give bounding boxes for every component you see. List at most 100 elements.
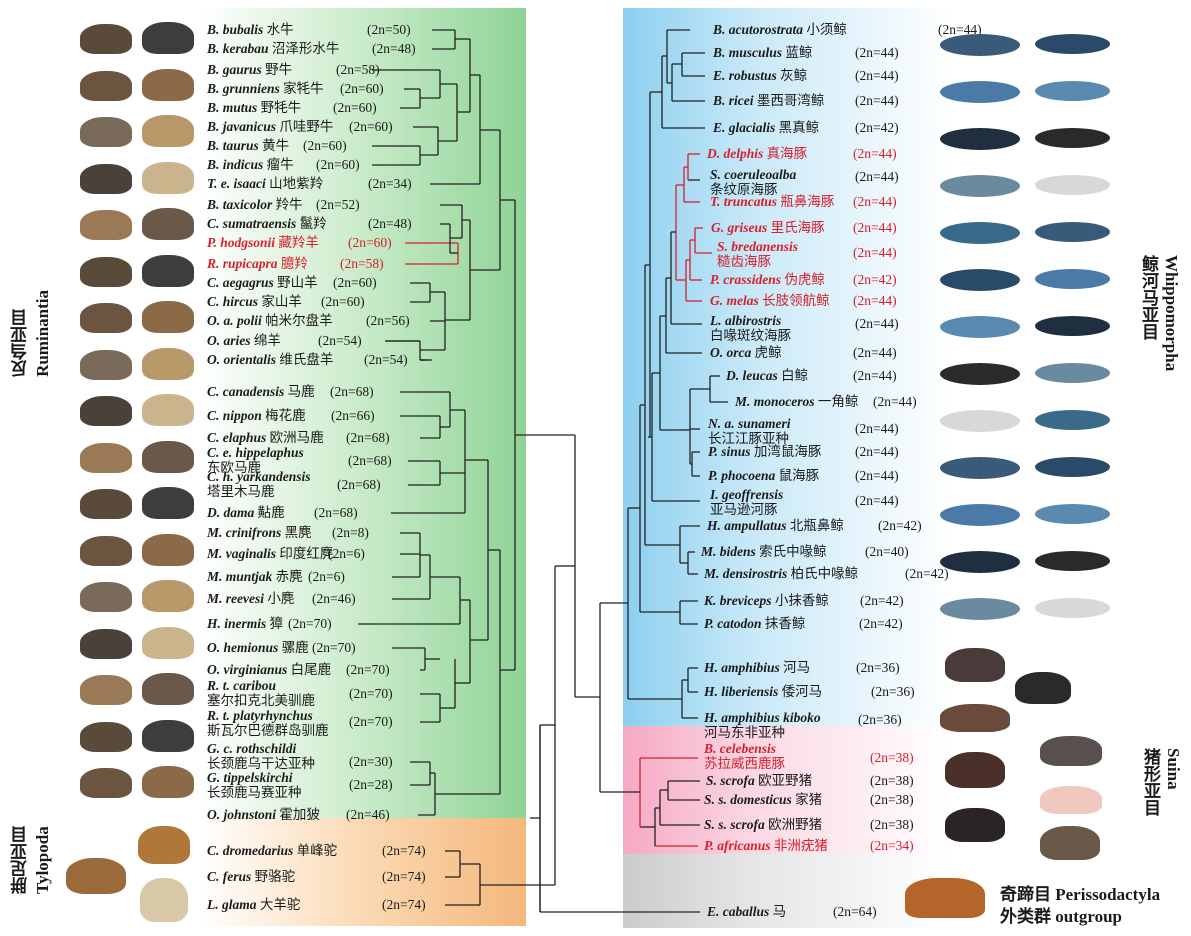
chinese-name: 倭河马 [782, 684, 823, 699]
karyotype-label: (2n=42) [860, 593, 904, 608]
cetacean-icon [1035, 128, 1110, 148]
pig-icon [1040, 736, 1102, 766]
karyotype-label: (2n=42) [853, 272, 897, 287]
taxon-label: H. amphibius kiboko河马东非亚种 [704, 710, 821, 740]
chinese-name: 马 [773, 904, 787, 919]
taxon-label: O. johnstoni 霍加狓 [207, 807, 320, 822]
taxon-label: B. taurus 黄牛 [207, 138, 289, 153]
taxon-label: S. scrofa 欧亚野猪 [706, 773, 812, 788]
tylopoda-label: 胼足亚目Tylopoda [8, 826, 53, 894]
ungulate-icon [80, 489, 132, 519]
karyotype-label: (2n=44) [855, 444, 899, 459]
karyotype-label: (2n=60) [316, 157, 360, 172]
scientific-name: H. amphibius [704, 660, 780, 675]
karyotype-label: (2n=64) [833, 904, 877, 919]
taxon-label: B. mutus 野牦牛 [207, 100, 301, 115]
scientific-name: P. africanus [704, 838, 771, 853]
taxon-label: M. bidens 索氏中喙鲸 [701, 544, 827, 559]
taxon-label: G. griseus 里氏海豚 [711, 220, 825, 235]
karyotype-label: (2n=44) [855, 468, 899, 483]
scientific-name: R. rupicapra [207, 256, 278, 271]
chinese-name: 鼠海豚 [779, 468, 820, 483]
scientific-name: S. coeruleoalba [710, 167, 796, 182]
taxon-label: E. caballus 马 [707, 904, 786, 919]
cetacean-icon [1035, 410, 1110, 430]
ungulate-icon [80, 629, 132, 659]
tylopoda-en: Tylopoda [33, 826, 52, 894]
suina-en: Suina [1164, 748, 1183, 790]
chinese-name: 河马 [783, 660, 810, 675]
ungulate-icon [80, 768, 132, 798]
chinese-name: 爪哇野牛 [279, 119, 333, 134]
scientific-name: P. phocoena [708, 468, 775, 483]
warthog-icon [1040, 826, 1100, 860]
cetacean-icon [940, 34, 1020, 56]
karyotype-label: (2n=60) [340, 81, 384, 96]
karyotype-label: (2n=44) [855, 421, 899, 436]
cetacean-icon [940, 410, 1020, 432]
karyotype-label: (2n=44) [853, 194, 897, 209]
chinese-name: 骡鹿 [282, 640, 309, 655]
karyotype-label: (2n=38) [870, 750, 914, 765]
llama-icon [140, 878, 188, 922]
taxon-label: D. leucas 白鲸 [726, 368, 808, 383]
cetacean-icon [940, 551, 1020, 573]
taxon-label: B. ricei 墨西哥湾鲸 [713, 93, 824, 108]
scientific-name: D. delphis [707, 146, 763, 161]
taxon-label: D. delphis 真海豚 [707, 146, 807, 161]
taxon-label: P. catodon 抹香鲸 [704, 616, 805, 631]
karyotype-label: (2n=6) [308, 569, 345, 584]
cetacean-icon [940, 457, 1020, 479]
cetacean-icon [940, 598, 1020, 620]
scientific-name: R. t. caribou [207, 678, 276, 693]
scientific-name: S. s. scrofa [704, 817, 765, 832]
taxon-label: C. nippon 梅花鹿 [207, 408, 306, 423]
scientific-name: O. johnstoni [207, 807, 276, 822]
scientific-name: D. dama [207, 505, 254, 520]
karyotype-label: (2n=68) [346, 430, 390, 445]
ungulate-icon [142, 627, 194, 659]
cetacean-icon [1035, 551, 1110, 571]
chinese-name: 羚牛 [276, 197, 303, 212]
karyotype-label: (2n=60) [348, 235, 392, 250]
karyotype-label: (2n=38) [870, 817, 914, 832]
chinese-name: 黄牛 [262, 138, 289, 153]
chinese-name: 加湾鼠海豚 [754, 444, 822, 459]
chinese-name: 赤麂 [276, 569, 303, 584]
scientific-name: I. geoffrensis [710, 487, 783, 502]
ungulate-icon [80, 24, 132, 54]
karyotype-label: (2n=44) [855, 493, 899, 508]
karyotype-label: (2n=44) [853, 345, 897, 360]
karyotype-label: (2n=38) [870, 773, 914, 788]
karyotype-label: (2n=6) [328, 546, 365, 561]
scientific-name: B. indicus [207, 157, 263, 172]
scientific-name: O. hemionus [207, 640, 278, 655]
scientific-name: H. inermis [207, 616, 266, 631]
karyotype-label: (2n=54) [364, 352, 408, 367]
karyotype-label: (2n=60) [321, 294, 365, 309]
scientific-name: T. truncatus [710, 194, 777, 209]
ruminantia-en: Ruminantia [33, 290, 52, 377]
taxon-label: G. melas 长肢领航鲸 [710, 293, 830, 308]
chinese-name: 帕米尔盘羊 [265, 313, 333, 328]
taxon-label: B. acutorostrata 小须鲸 [713, 22, 847, 37]
pig-icon [1040, 786, 1102, 814]
scientific-name: B. musculus [713, 45, 782, 60]
karyotype-label: (2n=8) [332, 525, 369, 540]
karyotype-label: (2n=34) [870, 838, 914, 853]
karyotype-label: (2n=44) [855, 45, 899, 60]
taxon-label: E. robustus 灰鲸 [713, 68, 807, 83]
karyotype-label: (2n=40) [865, 544, 909, 559]
karyotype-label: (2n=36) [871, 684, 915, 699]
karyotype-label: (2n=44) [855, 68, 899, 83]
karyotype-label: (2n=50) [367, 22, 411, 37]
scientific-name: G. c. rothschildi [207, 741, 296, 756]
taxon-label: C. aegagrus 野山羊 [207, 275, 318, 290]
scientific-name: O. aries [207, 333, 251, 348]
scientific-name: B. gaurus [207, 62, 262, 77]
scientific-name: E. glacialis [713, 120, 775, 135]
scientific-name: C. hircus [207, 294, 258, 309]
chinese-name: 河马东非亚种 [704, 725, 785, 740]
